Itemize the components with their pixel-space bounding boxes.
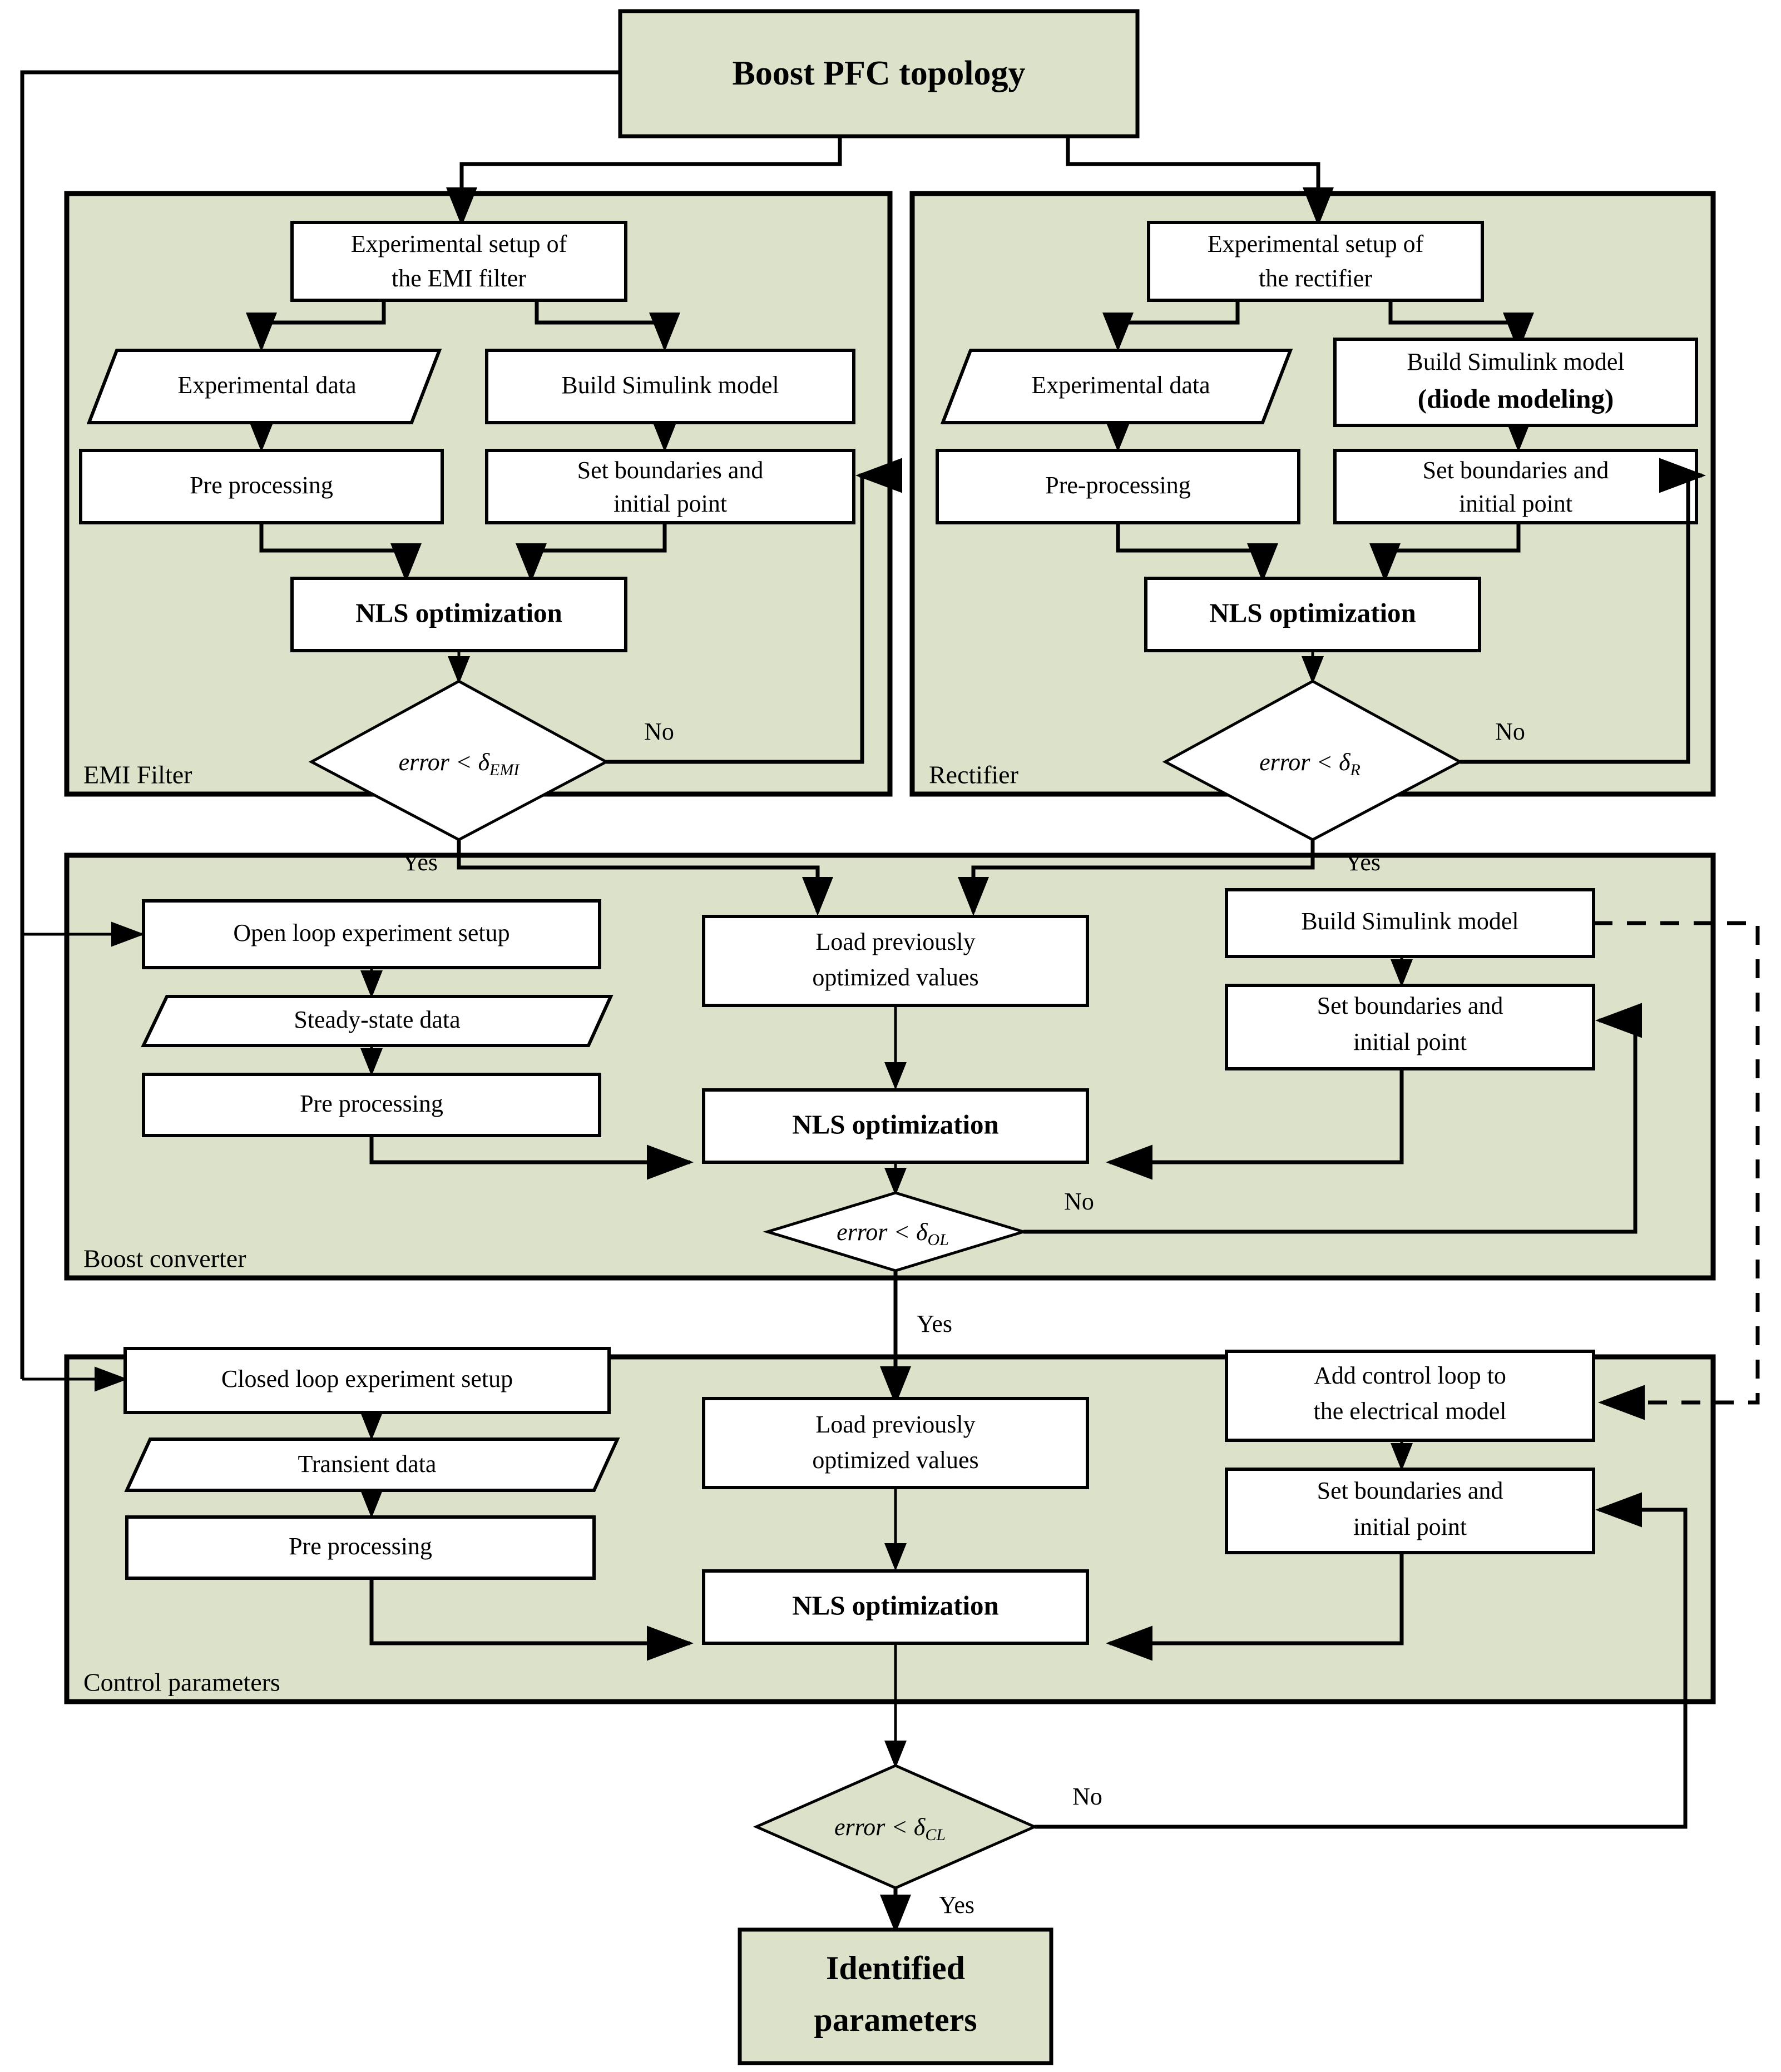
ctrl-yes-label: Yes [939,1891,974,1919]
group-label-emi: EMI Filter [83,761,192,789]
title-node-box [618,9,1140,138]
boost-bounds-label-line1: Set boundaries and [1317,992,1503,1019]
boost-decision-sym: δ [916,1218,928,1246]
emi-yes-label: Yes [402,849,438,876]
rect-decision-sub: R [1350,761,1361,779]
rect-preprocessing-box [936,449,1300,524]
rect-setup-label-line1: Experimental setup of [1208,230,1424,257]
ctrl-decision-prefix: error < [834,1813,908,1841]
ctrl-setup-label: Closed loop experiment setup [221,1365,513,1392]
rect-decision-sym: δ [1339,749,1351,776]
ctrl-load-box [702,1397,1089,1489]
boost-decision-sub: OL [928,1231,949,1249]
boost-setup-label: Open loop experiment setup [233,919,509,946]
emi-data-label: Experimental data [177,371,356,399]
rect-nls-label: NLS optimization [1209,597,1416,628]
boost-data-label: Steady-state data [294,1006,460,1033]
emi-preprocessing-box [79,449,444,524]
emi-setup-label-line2: the EMI filter [392,265,526,292]
rect-model-box [1333,338,1698,427]
ctrl-decision-sub: CL [925,1826,946,1844]
rect-setup-box [1147,221,1484,302]
rect-decision-prefix: error < [1259,749,1333,776]
ctrl-load-label-line1: Load previously [815,1411,975,1438]
emi-nls-label: NLS optimization [355,597,562,628]
dashed-link-model-to-controlloop [1594,921,1760,1420]
boost-model-label: Build Simulink model [1301,908,1518,935]
group-label-rectifier: Rectifier [929,761,1018,789]
emi-bounds-label-line2: initial point [614,490,727,517]
output-node-box [738,1927,1053,2065]
rect-yes-label: Yes [1345,849,1381,876]
emi-setup-box [290,221,627,302]
ctrl-decision-label: error < δCL [834,1813,946,1844]
emi-data-parallelogram [86,349,442,424]
emi-bounds-label-line1: Set boundaries and [577,457,764,484]
ctrl-bounds-label-line1: Set boundaries and [1317,1477,1503,1504]
ctrl-addloop-label-line1: Add control loop to [1314,1362,1506,1389]
group-label-control: Control parameters [83,1668,280,1697]
ctrl-data-parallelogram [124,1437,620,1492]
boost-setup-box [142,899,601,969]
ctrl-preprocessing-label: Pre processing [289,1533,432,1560]
boost-decision-prefix: error < [837,1218,910,1246]
emi-model-label: Build Simulink model [561,371,779,399]
rect-preprocessing-label: Pre-processing [1045,472,1191,499]
rect-nls-box [1144,577,1481,652]
ctrl-preprocessing-box [125,1515,596,1580]
ctrl-nls-label: NLS optimization [792,1590,999,1620]
rect-no-label: No [1495,718,1525,745]
boost-nls-box [702,1088,1089,1164]
boost-decision-label: error < δOL [837,1218,949,1249]
rect-bounds-label-line1: Set boundaries and [1423,457,1609,484]
ctrl-bounds-label-line2: initial point [1353,1513,1467,1540]
emi-model-box [485,349,855,424]
emi-nls-box [290,577,627,652]
boost-load-label-line2: optimized values [812,964,978,991]
rect-decision-label: error < δR [1259,749,1361,779]
ctrl-decision-sym: δ [914,1813,926,1841]
rect-data-label: Experimental data [1031,371,1210,399]
boost-preprocessing-box [142,1073,601,1137]
ctrl-setup-box [123,1347,611,1414]
boost-no-label: No [1064,1188,1094,1215]
boost-load-box [702,915,1089,1007]
rect-bounds-label-line2: initial point [1459,490,1572,517]
emi-decision-label: error < δEMI [399,749,521,779]
ctrl-bounds-box [1225,1468,1595,1554]
title-node-label: Boost PFC topology [733,54,1026,92]
emi-setup-label-line1: Experimental setup of [351,230,567,257]
group-label-boost: Boost converter [83,1245,246,1273]
boost-bounds-label-line2: initial point [1353,1028,1467,1055]
ctrl-data-label: Transient data [298,1450,437,1478]
emi-decision-sub: EMI [489,761,520,779]
emi-preprocessing-label: Pre processing [190,472,333,499]
boost-data-parallelogram [141,995,614,1047]
ctrl-load-label-line2: optimized values [812,1446,978,1474]
emi-decision-prefix: error < [399,749,472,776]
output-node-label-line2: parameters [814,2001,977,2038]
boost-model-box [1225,888,1595,958]
boost-load-label-line1: Load previously [815,928,975,955]
emi-no-label: No [644,718,674,745]
boost-yes-label: Yes [917,1310,952,1337]
boost-preprocessing-label: Pre processing [300,1090,443,1117]
rect-setup-label-line2: the rectifier [1259,265,1372,292]
rect-data-parallelogram [940,349,1293,424]
emi-decision-sym: δ [478,749,491,776]
ctrl-nls-box [702,1569,1089,1645]
rect-model-label-line2: (diode modeling) [1418,383,1614,414]
emi-bounds-box [485,449,855,524]
output-node-label-line1: Identified [826,1950,965,1986]
rect-bounds-box [1333,449,1698,524]
rect-model-label-line1: Build Simulink model [1407,348,1624,375]
ctrl-addloop-label-line2: the electrical model [1314,1397,1507,1425]
boost-nls-label: NLS optimization [792,1109,999,1139]
ctrl-addloop-box [1225,1350,1595,1442]
boost-bounds-box [1225,984,1595,1070]
ctrl-no-label: No [1072,1783,1102,1810]
